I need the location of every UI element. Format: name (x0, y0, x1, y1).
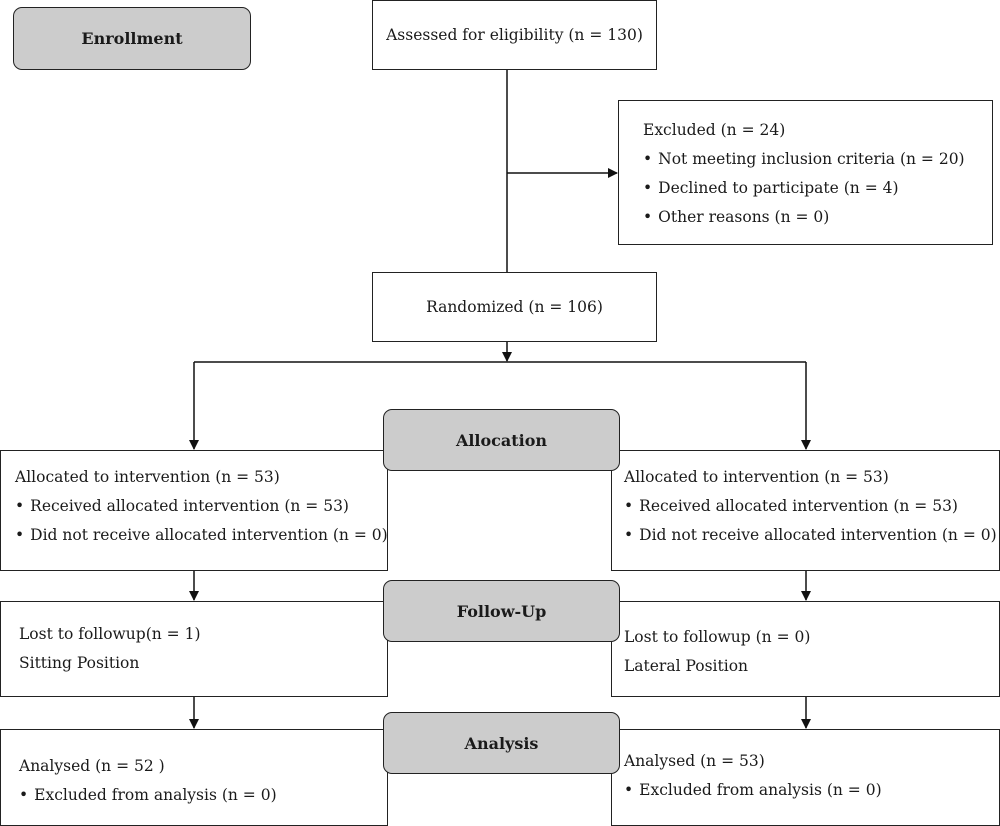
right-allocation-item: Did not receive allocated intervention (… (624, 521, 999, 550)
right-analysis-title: Analysed (n = 53) (624, 752, 765, 770)
right-followup-position: Lateral Position (624, 657, 749, 675)
assessed-text: Assessed for eligibility (n = 130) (386, 25, 643, 44)
assessed-box: Assessed for eligibility (n = 130) (372, 0, 657, 70)
right-followup-box: Lost to followup (n = 0) Lateral Positio… (611, 601, 1000, 697)
excluded-item: Not meeting inclusion criteria (n = 20) (643, 145, 992, 174)
left-allocation-box: Allocated to intervention (n = 53) Recei… (0, 450, 388, 571)
stage-analysis: Analysis (383, 712, 620, 774)
left-analysis-title: Analysed (n = 52 ) (19, 757, 165, 775)
stage-followup-label: Follow-Up (456, 601, 547, 621)
right-analysis-item: Excluded from analysis (n = 0) (624, 776, 999, 805)
left-analysis-box: Analysed (n = 52 ) Excluded from analysi… (0, 729, 388, 826)
stage-enrollment-label: Enrollment (81, 29, 183, 48)
left-allocation-item: Did not receive allocated intervention (… (15, 521, 387, 550)
excluded-box: Excluded (n = 24) Not meeting inclusion … (618, 100, 993, 245)
left-followup-lost: Lost to followup(n = 1) (19, 625, 201, 643)
left-followup-box: Lost to followup(n = 1) Sitting Position (0, 601, 388, 697)
excluded-item: Declined to participate (n = 4) (643, 174, 992, 203)
stage-enrollment: Enrollment (13, 7, 251, 70)
left-allocation-title: Allocated to intervention (n = 53) (15, 468, 280, 486)
left-analysis-item: Excluded from analysis (n = 0) (19, 781, 387, 810)
stage-allocation: Allocation (383, 409, 620, 471)
right-analysis-box: Analysed (n = 53) Excluded from analysis… (611, 729, 1000, 826)
left-followup-position: Sitting Position (19, 654, 140, 672)
right-allocation-title: Allocated to intervention (n = 53) (624, 468, 889, 486)
left-allocation-item: Received allocated intervention (n = 53) (15, 492, 387, 521)
randomized-box: Randomized (n = 106) (372, 272, 657, 342)
excluded-title: Excluded (n = 24) (643, 121, 786, 139)
stage-allocation-label: Allocation (455, 430, 548, 450)
randomized-text: Randomized (n = 106) (426, 297, 603, 316)
excluded-item: Other reasons (n = 0) (643, 203, 992, 232)
stage-analysis-label: Analysis (464, 733, 539, 753)
stage-followup: Follow-Up (383, 580, 620, 642)
right-allocation-box: Allocated to intervention (n = 53) Recei… (611, 450, 1000, 571)
right-followup-lost: Lost to followup (n = 0) (624, 628, 811, 646)
right-allocation-item: Received allocated intervention (n = 53) (624, 492, 999, 521)
